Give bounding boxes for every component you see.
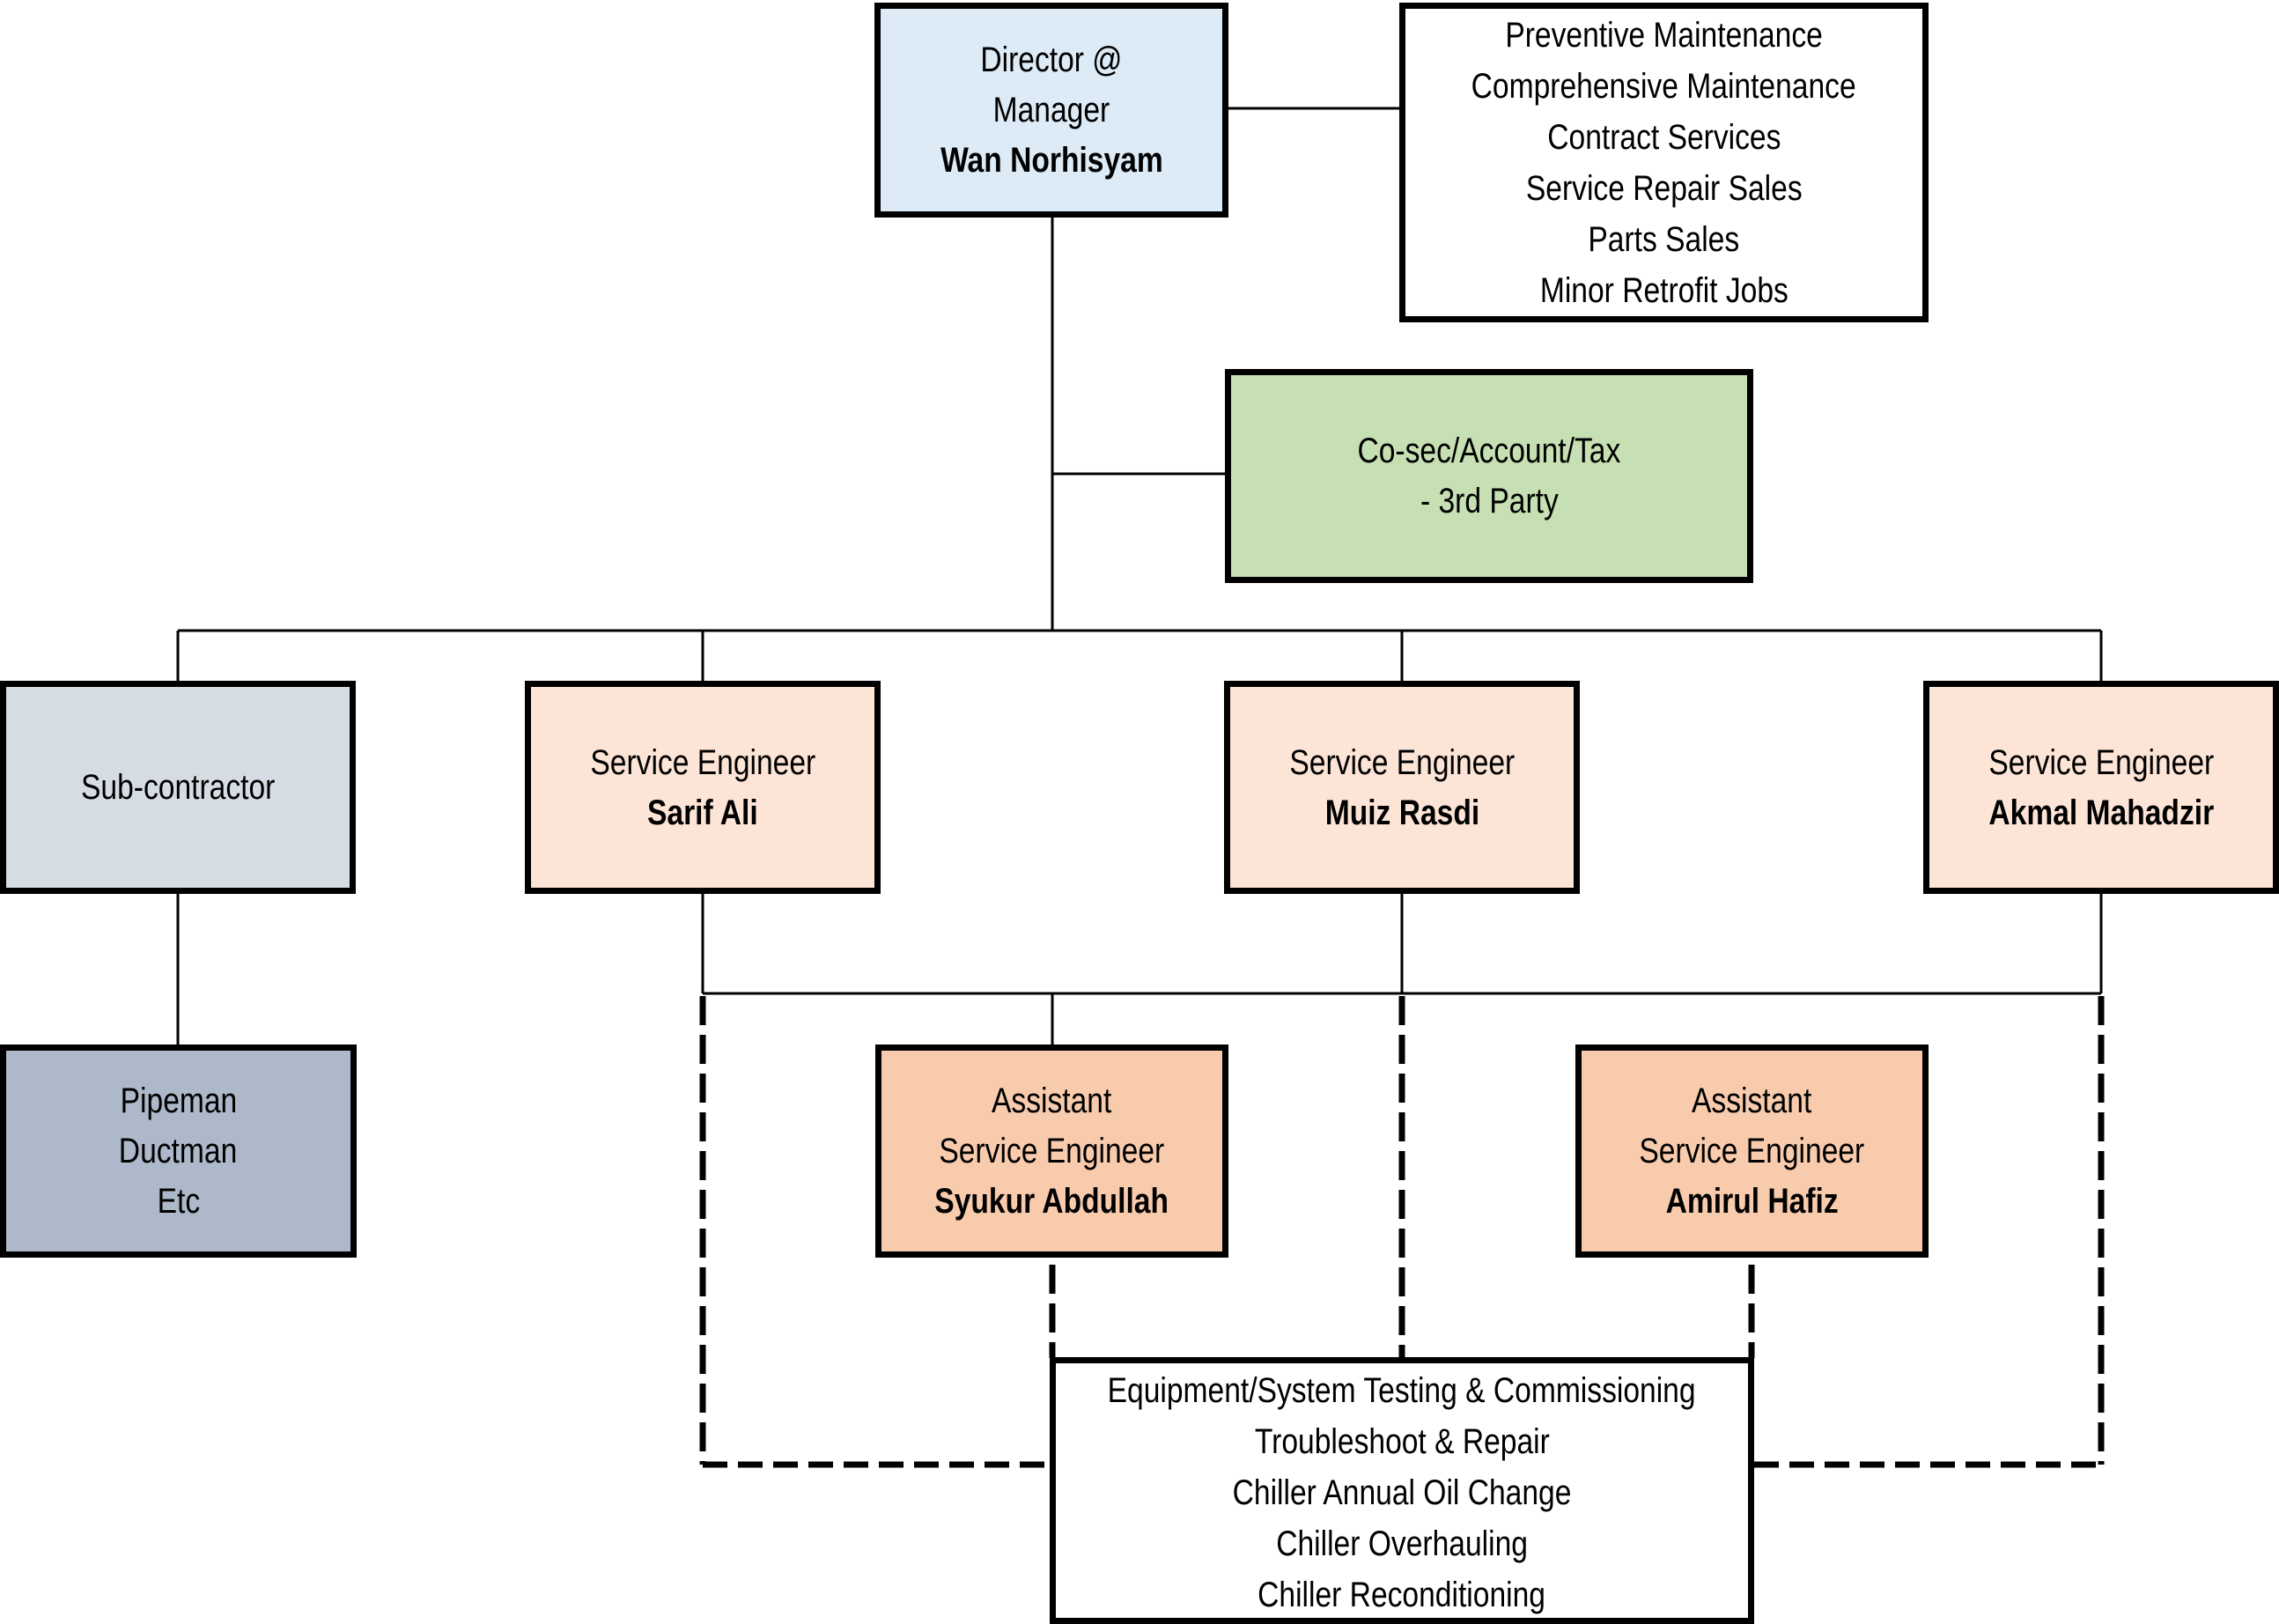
third-party-line-2: - 3rd Party: [1420, 481, 1559, 520]
task-item: Chiller Overhauling: [1276, 1524, 1528, 1563]
service-item: Preventive Maintenance: [1505, 15, 1823, 55]
services-box[interactable]: Preventive Maintenance Comprehensive Mai…: [1399, 3, 1929, 322]
director-title-line-1: Director @: [980, 40, 1123, 79]
subcontractor-box[interactable]: Sub-contractor: [0, 681, 356, 894]
assistant-name: Syukur Abdullah: [934, 1181, 1169, 1221]
assistant-name: Amirul Hafiz: [1665, 1181, 1839, 1221]
engineer-box-sarif[interactable]: Service Engineer Sarif Ali: [525, 681, 881, 894]
task-item: Equipment/System Testing & Commissioning: [1108, 1371, 1696, 1410]
engineer-name: Muiz Rasdi: [1324, 794, 1479, 832]
engineer-name: Sarif Ali: [647, 794, 758, 832]
task-item: Troubleshoot & Repair: [1254, 1422, 1550, 1461]
assistant-role-line-2: Service Engineer: [939, 1131, 1165, 1170]
third-party-line-1: Co-sec/Account/Tax: [1357, 431, 1621, 470]
subcontractor-label: Sub-contractor: [80, 767, 276, 807]
director-box[interactable]: Director @ Manager Wan Norhisyam: [874, 3, 1228, 218]
assistant-box-syukur[interactable]: Assistant Service Engineer Syukur Abdull…: [875, 1045, 1228, 1258]
engineer-name: Akmal Mahadzir: [1988, 794, 2214, 832]
director-title-line-2: Manager: [992, 90, 1110, 129]
third-party-box[interactable]: Co-sec/Account/Tax - 3rd Party: [1225, 369, 1753, 583]
service-item: Service Repair Sales: [1525, 168, 1803, 208]
assistant-role-line-1: Assistant: [992, 1081, 1112, 1120]
engineer-box-muiz[interactable]: Service Engineer Muiz Rasdi: [1224, 681, 1580, 894]
director-name: Wan Norhisyam: [940, 140, 1163, 180]
service-item: Parts Sales: [1588, 219, 1740, 259]
labour-line: Etc: [157, 1181, 200, 1221]
engineer-role: Service Engineer: [1988, 743, 2214, 782]
labour-box[interactable]: Pipeman Ductman Etc: [0, 1045, 357, 1258]
task-item: Chiller Reconditioning: [1258, 1576, 1546, 1614]
service-item: Minor Retrofit Jobs: [1539, 270, 1789, 310]
labour-line: Pipeman: [120, 1081, 237, 1120]
service-item: Comprehensive Maintenance: [1471, 66, 1857, 106]
tasks-box[interactable]: Equipment/System Testing & Commissioning…: [1050, 1357, 1754, 1624]
engineer-role: Service Engineer: [1289, 743, 1515, 782]
labour-line: Ductman: [119, 1131, 238, 1170]
engineer-box-akmal[interactable]: Service Engineer Akmal Mahadzir: [1923, 681, 2279, 894]
assistant-role-line-2: Service Engineer: [1639, 1131, 1865, 1170]
engineer-role: Service Engineer: [590, 743, 815, 782]
task-item: Chiller Annual Oil Change: [1232, 1473, 1572, 1512]
assistant-role-line-1: Assistant: [1692, 1081, 1812, 1120]
assistant-box-amirul[interactable]: Assistant Service Engineer Amirul Hafiz: [1575, 1045, 1929, 1258]
service-item: Contract Services: [1546, 117, 1781, 157]
